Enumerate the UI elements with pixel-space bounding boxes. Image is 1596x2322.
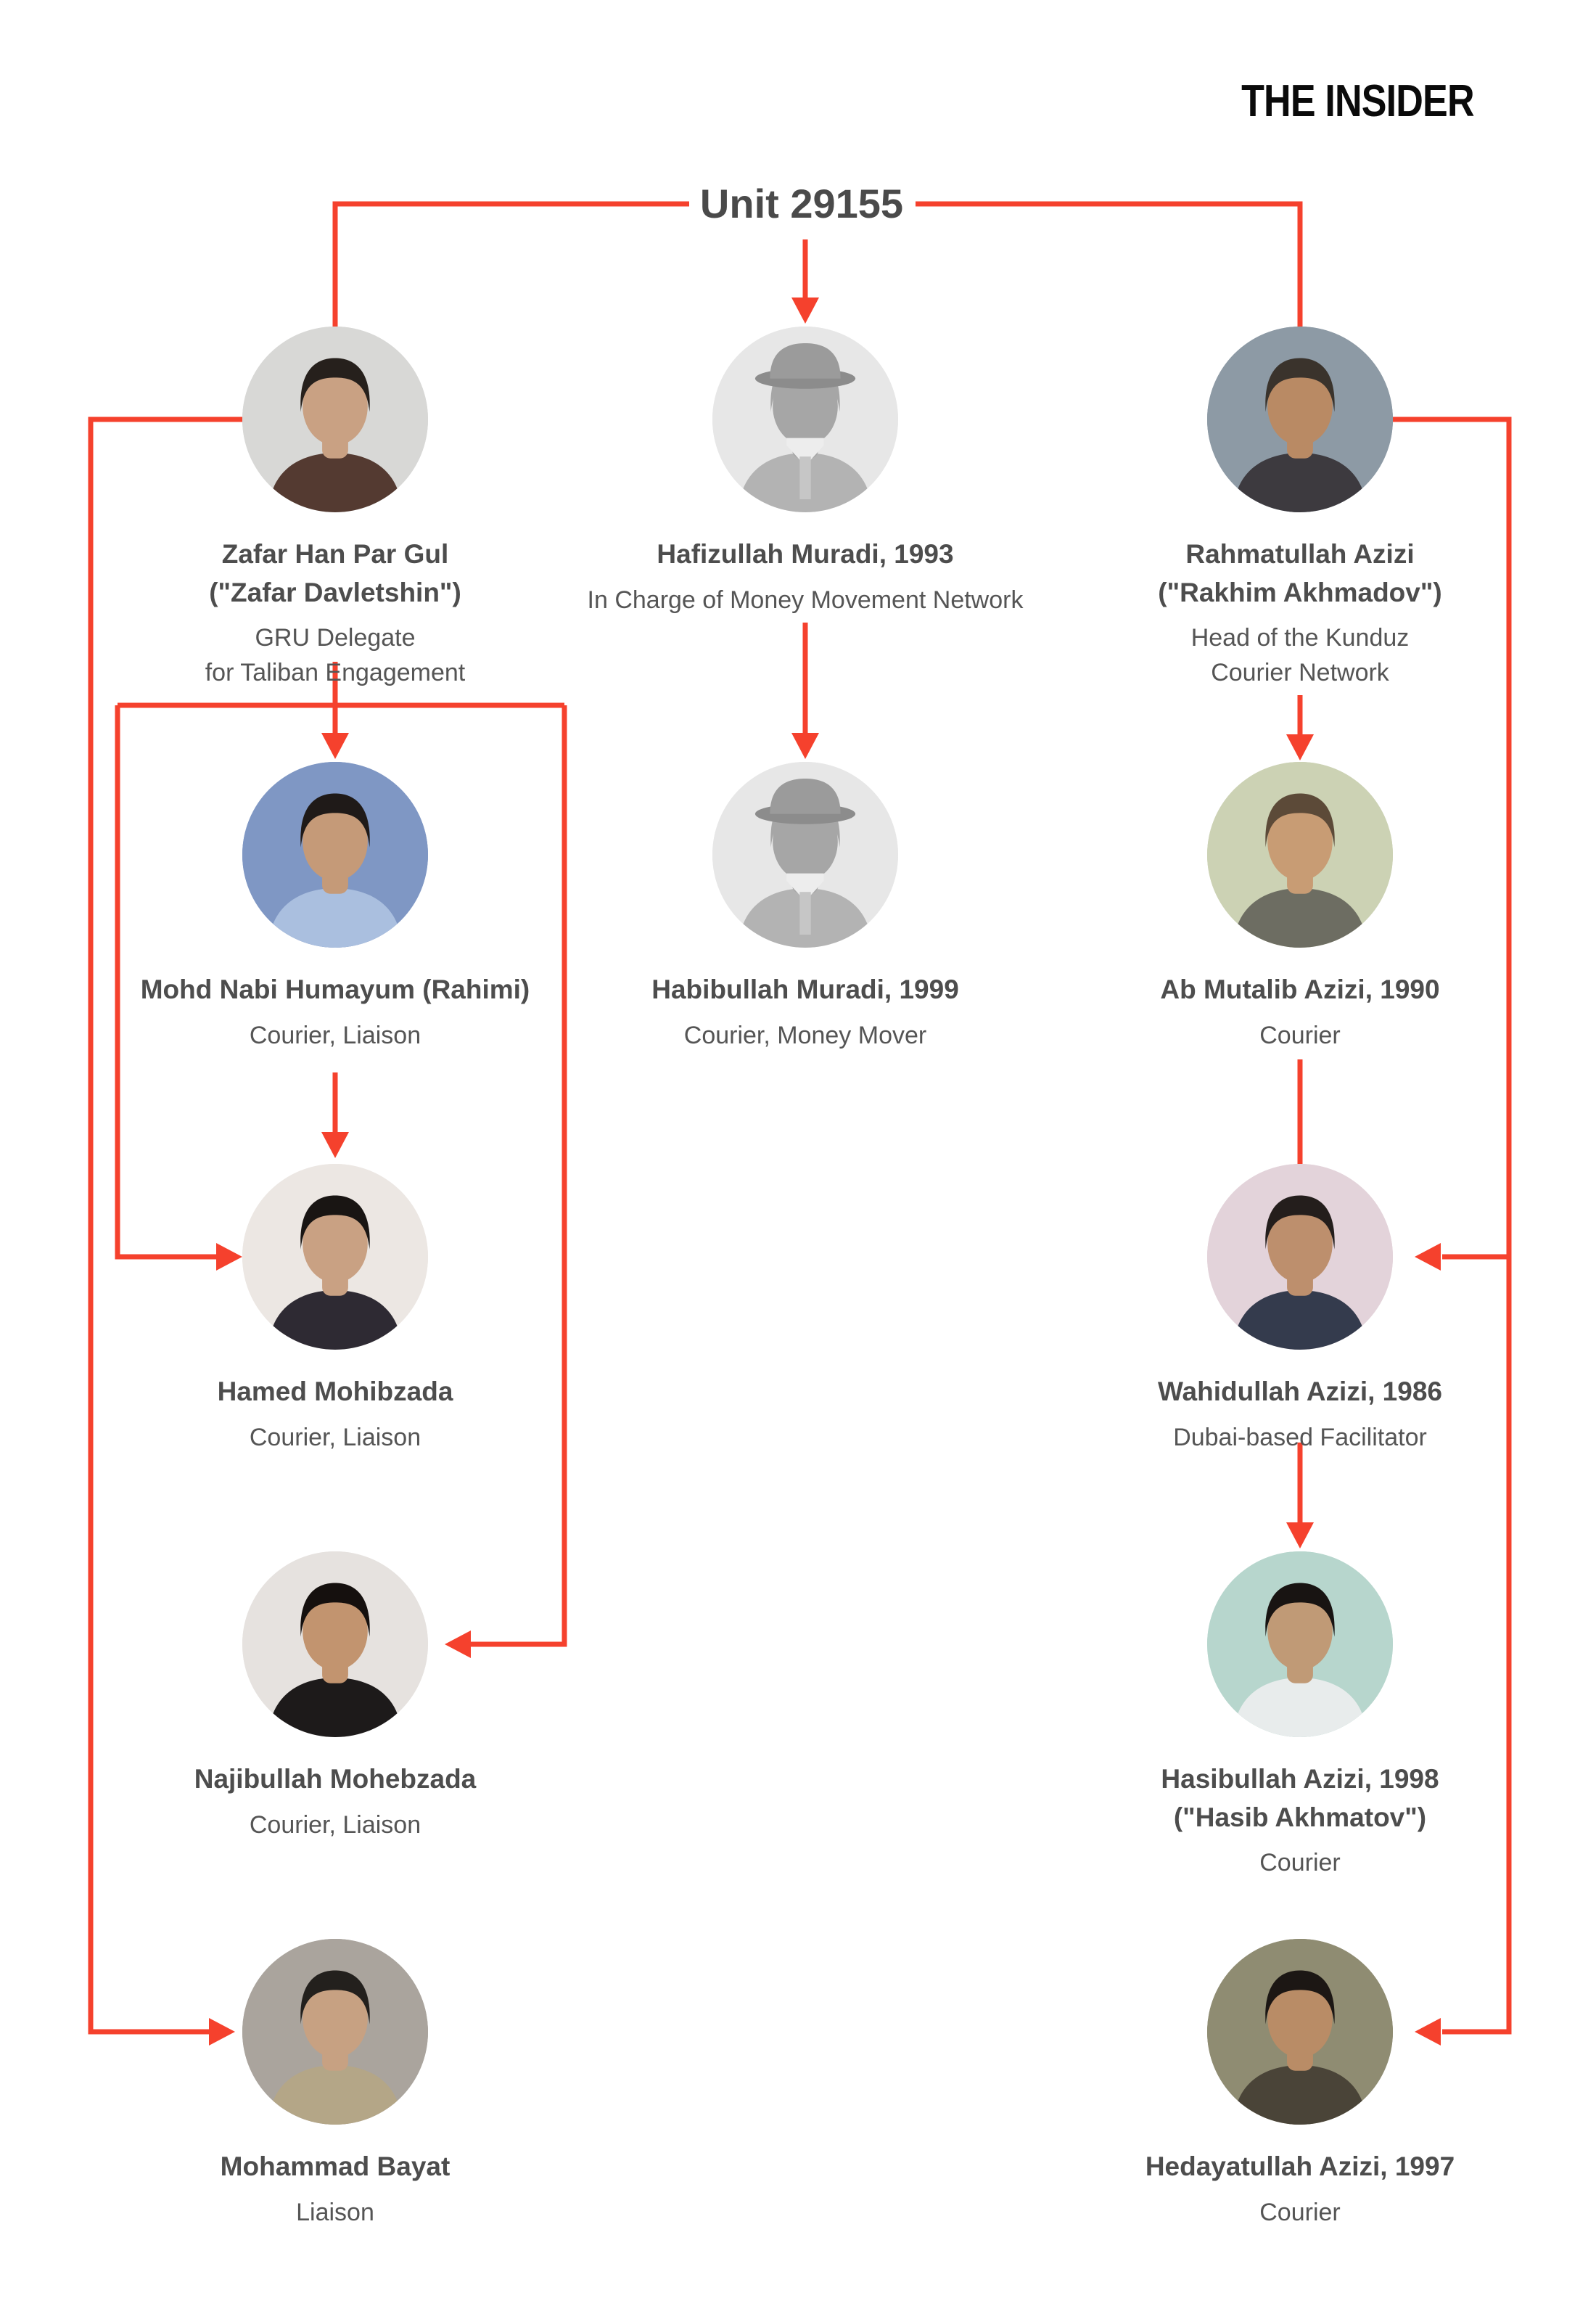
person-role: Liaison — [296, 2198, 374, 2226]
person-avatar-icon — [1207, 762, 1393, 948]
person-avatar-icon — [1207, 1164, 1393, 1350]
person-name: Najibullah Mohebzada — [194, 1764, 477, 1794]
arrowhead-bayat — [209, 2018, 235, 2046]
person-role: Courier — [1259, 1021, 1341, 1049]
person-avatar-icon — [242, 1939, 428, 2125]
person-name: Wahidullah Azizi, 1986 — [1157, 1377, 1442, 1406]
anonymous-avatar-icon — [712, 327, 898, 512]
person-role: Courier, Liaison — [249, 1810, 421, 1839]
portrait-rahmatullah — [1207, 327, 1393, 512]
anonymous-avatar-icon — [712, 762, 898, 948]
person-role: Courier — [1259, 2198, 1341, 2226]
connector-rahmatullah-rail — [1390, 417, 1512, 2035]
portrait-hamed — [242, 1164, 428, 1350]
person-avatar-icon — [1207, 1939, 1393, 2125]
portrait-wahidullah — [1207, 1164, 1393, 1350]
connector-bracket-to-najibullah — [469, 705, 567, 1647]
arrowhead-najibullah — [445, 1630, 471, 1658]
person-name: Mohd Nabi Humayum (Rahimi) — [140, 975, 530, 1004]
person-node-zafar: Zafar Han Par Gul ("Zafar Davletshin") G… — [103, 327, 567, 691]
person-node-mohd-nabi: Mohd Nabi Humayum (Rahimi) Courier, Liai… — [103, 762, 567, 1053]
person-role: Courier, Liaison — [249, 1423, 421, 1451]
portrait-zafar — [242, 327, 428, 512]
portrait-ab-mutalib — [1207, 762, 1393, 948]
arrowhead-hamed — [216, 1243, 242, 1271]
connector-title-to-rahmatullah — [916, 201, 1303, 328]
person-avatar-icon — [242, 1164, 428, 1350]
portrait-hafizullah — [712, 327, 898, 512]
connector-bracket-to-hamed — [115, 705, 218, 1260]
person-node-habibullah: Habibullah Muradi, 1999 Courier, Money M… — [573, 762, 1037, 1053]
person-avatar-icon — [242, 327, 428, 512]
person-node-hasibullah: Hasibullah Azizi, 1998 ("Hasib Akhmatov"… — [1068, 1551, 1532, 1880]
person-node-hafizullah: Hafizullah Muradi, 1993 In Charge of Mon… — [573, 327, 1037, 618]
person-role: Courier — [1259, 1849, 1341, 1877]
person-role: GRU Delegate for Taliban Engagement — [205, 624, 466, 687]
portrait-hedayatullah — [1207, 1939, 1393, 2125]
person-node-hedayatullah: Hedayatullah Azizi, 1997 Courier — [1068, 1939, 1532, 2230]
person-role: Dubai-based Facilitator — [1173, 1423, 1427, 1451]
person-avatar-icon — [1207, 1551, 1393, 1737]
person-avatar-icon — [242, 1551, 428, 1737]
person-name: Hedayatullah Azizi, 1997 — [1145, 2151, 1455, 2181]
portrait-bayat — [242, 1939, 428, 2125]
person-name: Habibullah Muradi, 1999 — [651, 975, 959, 1004]
person-role: Head of the Kunduz Courier Network — [1190, 624, 1410, 687]
arrowhead-hafizullah — [791, 298, 819, 324]
person-role: Courier, Money Mover — [683, 1021, 927, 1049]
person-node-najibullah: Najibullah Mohebzada Courier, Liaison — [103, 1551, 567, 1842]
person-node-ab-mutalib: Ab Mutalib Azizi, 1990 Courier — [1068, 762, 1532, 1053]
arrowhead-mohd — [321, 733, 349, 759]
person-node-hamed: Hamed Mohibzada Courier, Liaison — [103, 1164, 567, 1455]
chart-title: Unit 29155 — [699, 181, 904, 226]
person-role: Courier, Liaison — [249, 1021, 421, 1049]
portrait-najibullah — [242, 1551, 428, 1737]
person-node-wahidullah: Wahidullah Azizi, 1986 Dubai-based Facil… — [1068, 1164, 1532, 1455]
person-name: Zafar Han Par Gul ("Zafar Davletshin") — [209, 539, 461, 607]
arrowhead-hasibullah — [1286, 1522, 1314, 1548]
person-name: Ab Mutalib Azizi, 1990 — [1160, 975, 1440, 1004]
person-name: Hafizullah Muradi, 1993 — [657, 539, 954, 569]
person-name: Hasibullah Azizi, 1998 ("Hasib Akhmatov"… — [1161, 1764, 1439, 1832]
portrait-habibullah — [712, 762, 898, 948]
arrowhead-abmutalib — [1286, 734, 1314, 760]
arrowhead-hedayatullah — [1415, 2018, 1441, 2046]
person-node-bayat: Mohammad Bayat Liaison — [103, 1939, 567, 2230]
arrowhead-hamed-top — [321, 1132, 349, 1158]
arrowhead-habibullah — [791, 733, 819, 759]
person-avatar-icon — [1207, 327, 1393, 512]
arrowhead-wahidullah — [1415, 1243, 1441, 1271]
the-insider-logo: THE INSIDER — [1241, 76, 1474, 126]
portrait-mohd-nabi — [242, 762, 428, 948]
person-name: Hamed Mohibzada — [217, 1377, 453, 1406]
connector-title-to-zafar — [332, 201, 689, 328]
person-name: Mohammad Bayat — [220, 2151, 451, 2181]
connector-zafar-to-bayat — [88, 417, 245, 2035]
person-avatar-icon — [242, 762, 428, 948]
person-node-rahmatullah: Rahmatullah Azizi ("Rakhim Akhmadov") He… — [1068, 327, 1532, 691]
person-name: Rahmatullah Azizi ("Rakhim Akhmadov") — [1158, 539, 1442, 607]
person-role: In Charge of Money Movement Network — [587, 586, 1024, 614]
portrait-hasibullah — [1207, 1551, 1393, 1737]
